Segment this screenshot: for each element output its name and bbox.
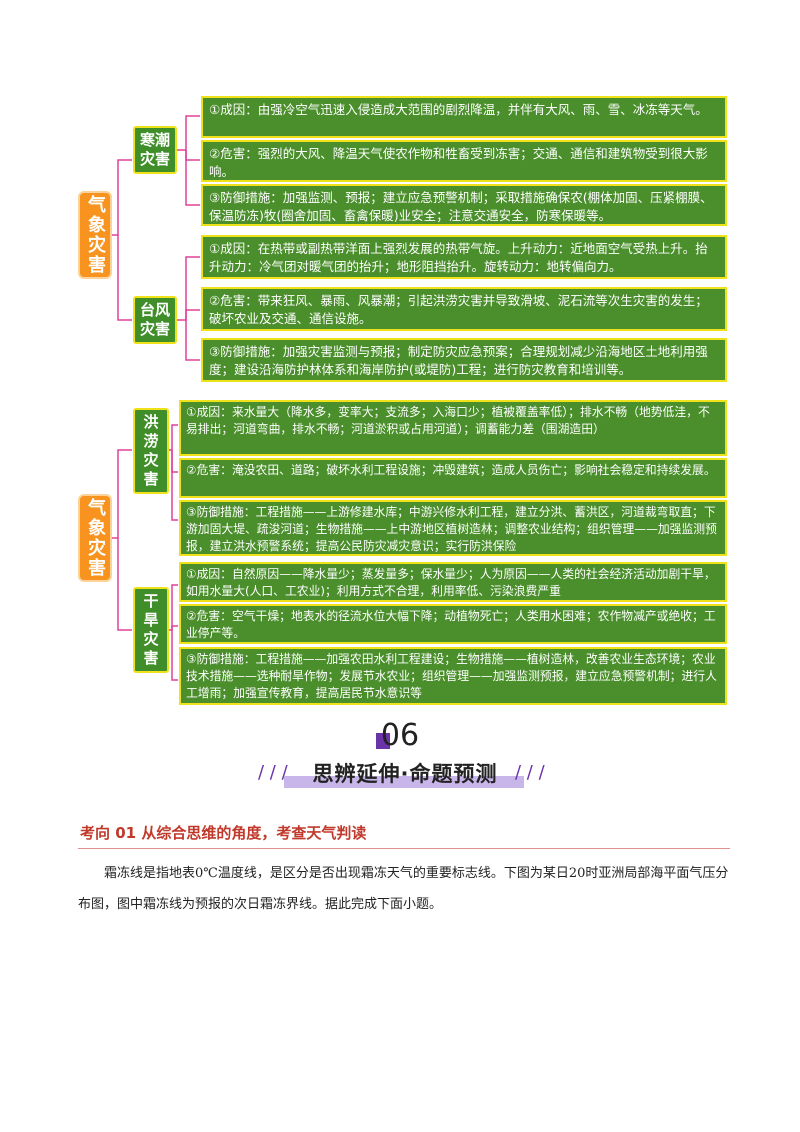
branch-flood: 洪涝灾害: [133, 408, 169, 494]
branch-drought: 干旱灾害: [133, 587, 169, 673]
section-number-accent: [376, 733, 390, 749]
leaf-drought-defense: ③防御措施：工程措施——加强农田水利工程建设；生物措施——植树造林，改善农业生态…: [179, 647, 727, 705]
branch-typhoon: 台风灾害: [133, 296, 177, 344]
section-title-block: 思辨延伸·命题预测: [270, 758, 540, 788]
leaf-cold-wave-harm: ②危害：强烈的大风、降温天气使农作物和牲畜受到冻害；交通、通信和建筑物受到很大影…: [201, 140, 727, 182]
question-paragraph: 霜冻线是指地表0℃温度线，是区分是否出现霜冻天气的重要标志线。下图为某日20时亚…: [78, 866, 729, 912]
leaf-text: ①成因：自然原因——降水量少；蒸发量多；保水量少；人为原因——人类的社会经济活动…: [186, 567, 716, 598]
kaoxiang-underline: [78, 848, 730, 849]
branch-label: 洪涝灾害: [143, 413, 159, 488]
leaf-typhoon-defense: ③防御措施：加强灾害监测与预报；制定防灾应急预案；合理规划减少沿海地区土地利用强…: [201, 338, 727, 382]
root-label: 气象灾害: [85, 195, 106, 275]
section-deco-left: / / /: [258, 762, 288, 783]
mindmap-connectors: [108, 115, 200, 681]
leaf-text: ②危害：带来狂风、暴雨、风暴潮；引起洪涝灾害并导致滑坡、泥石流等次生灾害的发生；…: [209, 293, 708, 326]
leaf-text: ③防御措施：加强监测、预报；建立应急预警机制；采取措施确保农(棚体加固、压紧棚膜…: [209, 190, 713, 223]
leaf-text: ②危害：强烈的大风、降温天气使农作物和牲畜受到冻害；交通、通信和建筑物受到很大影…: [209, 146, 708, 179]
branch-label: 寒潮灾害: [139, 131, 170, 168]
root-node-2: 气象灾害: [80, 496, 110, 580]
section-deco-right: / / /: [515, 762, 545, 783]
leaf-typhoon-harm: ②危害：带来狂风、暴雨、风暴潮；引起洪涝灾害并导致滑坡、泥石流等次生灾害的发生；…: [201, 287, 727, 331]
leaf-cold-wave-cause: ①成因：由强冷空气迅速入侵造成大范围的剧烈降温，并伴有大风、雨、雪、冰冻等天气。: [201, 96, 727, 138]
root-label: 气象灾害: [85, 498, 106, 578]
branch-cold-wave: 寒潮灾害: [133, 126, 177, 174]
leaf-flood-cause: ①成因：来水量大（降水多，变率大；支流多；入海口少；植被覆盖率低）；排水不畅（地…: [179, 400, 727, 456]
section-number: 06: [380, 718, 420, 753]
leaf-text: ①成因：由强冷空气迅速入侵造成大范围的剧烈降温，并伴有大风、雨、雪、冰冻等天气。: [209, 102, 708, 117]
section-title-highlight: [284, 776, 524, 788]
leaf-text: ②危害：空气干燥；地表水的径流水位大幅下降；动植物死亡；人类用水困难；农作物减产…: [186, 609, 716, 640]
section-title: 思辨延伸·命题预测: [312, 762, 498, 786]
leaf-text: ③防御措施：加强灾害监测与预报；制定防灾应急预案；合理规划减少沿海地区土地利用强…: [209, 344, 708, 377]
branch-label: 台风灾害: [139, 301, 170, 338]
leaf-text: ①成因：来水量大（降水多，变率大；支流多；入海口少；植被覆盖率低）；排水不畅（地…: [186, 405, 710, 436]
leaf-drought-cause: ①成因：自然原因——降水量少；蒸发量多；保水量少；人为原因——人类的社会经济活动…: [179, 562, 727, 602]
leaf-text: ②危害：淹没农田、道路；破坏水利工程设施；冲毁建筑；造成人员伤亡；影响社会稳定和…: [186, 463, 716, 477]
kaoxiang-heading: 考向 01 从综合思维的角度，考查天气判读: [80, 824, 367, 842]
mindmap-area: 气象灾害 寒潮灾害 ①成因：由强冷空气迅速入侵造成大范围的剧烈降温，并伴有大风、…: [80, 96, 727, 705]
leaf-text: ①成因：在热带或副热带洋面上强烈发展的热带气旋。上升动力：近地面空气受热上升。抬…: [209, 241, 708, 274]
leaf-text: ③防御措施：工程措施——加强农田水利工程建设；生物措施——植树造林，改善农业生态…: [186, 652, 717, 700]
leaf-drought-harm: ②危害：空气干燥；地表水的径流水位大幅下降；动植物死亡；人类用水困难；农作物减产…: [179, 604, 727, 644]
branch-label: 干旱灾害: [143, 592, 159, 667]
leaf-flood-defense: ③防御措施：工程措施——上游修建水库；中游兴修水利工程，建立分洪、蓄洪区，河道裁…: [179, 500, 727, 556]
leaf-cold-wave-defense: ③防御措施：加强监测、预报；建立应急预警机制；采取措施确保农(棚体加固、压紧棚膜…: [201, 184, 727, 226]
leaf-typhoon-cause: ①成因：在热带或副热带洋面上强烈发展的热带气旋。上升动力：近地面空气受热上升。抬…: [201, 235, 727, 279]
root-node-1: 气象灾害: [80, 193, 110, 277]
leaf-flood-harm: ②危害：淹没农田、道路；破坏水利工程设施；冲毁建筑；造成人员伤亡；影响社会稳定和…: [179, 458, 727, 498]
leaf-text: ③防御措施：工程措施——上游修建水库；中游兴修水利工程，建立分洪、蓄洪区，河道裁…: [186, 505, 717, 553]
